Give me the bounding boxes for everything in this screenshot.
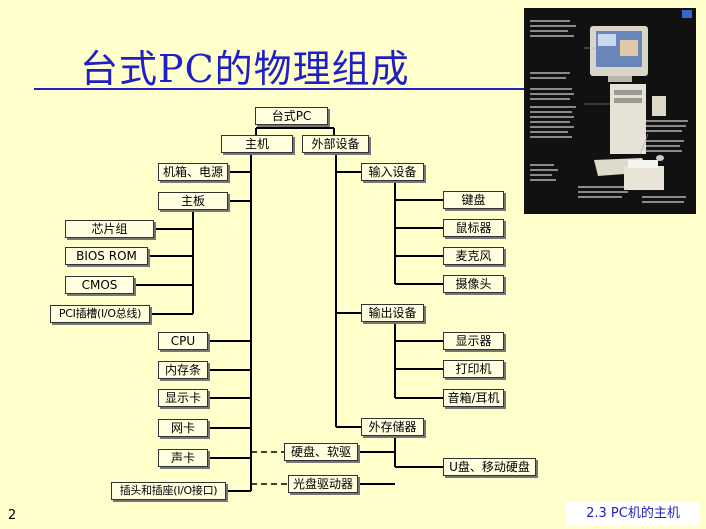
node-memory: 内存条	[158, 361, 208, 379]
node-chipset: 芯片组	[65, 220, 154, 238]
node-microphone: 麦克风	[443, 247, 504, 265]
node-bios-rom: BIOS ROM	[65, 247, 148, 265]
node-case-power: 机箱、电源	[158, 163, 228, 181]
node-network-card: 网卡	[158, 419, 208, 437]
node-monitor: 显示器	[443, 332, 504, 350]
node-sound-card: 声卡	[158, 449, 208, 467]
node-printer: 打印机	[443, 360, 504, 378]
node-output-devices: 输出设备	[361, 304, 424, 322]
node-input-devices: 输入设备	[361, 163, 424, 181]
node-desktop-pc: 台式PC	[255, 107, 328, 125]
node-io-ports: 插头和插座(I/O接口)	[111, 482, 226, 500]
page-title: 台式PC的物理组成	[80, 47, 410, 91]
pc-product-photo	[524, 8, 696, 214]
node-camera: 摄像头	[443, 275, 504, 293]
node-optical-drive: 光盘驱动器	[288, 475, 358, 493]
node-external-storage: 外存储器	[361, 418, 424, 436]
node-speakers: 音箱/耳机	[443, 389, 504, 407]
node-peripherals: 外部设备	[302, 135, 369, 153]
node-mouse: 鼠标器	[443, 219, 504, 237]
page-number: 2	[8, 508, 17, 523]
title-underline	[34, 88, 526, 90]
node-cpu: CPU	[158, 332, 208, 350]
section-label: 2.3 PC机的主机	[566, 502, 700, 526]
node-usb-drive: U盘、移动硬盘	[443, 458, 536, 476]
node-pci-slot: PCI插槽(I/O总线)	[50, 305, 150, 323]
node-hdd-floppy: 硬盘、软驱	[284, 443, 358, 461]
node-host: 主机	[221, 135, 293, 153]
node-mainboard: 主板	[158, 192, 228, 210]
node-cmos: CMOS	[65, 276, 134, 294]
node-keyboard: 键盘	[443, 191, 504, 209]
node-graphics-card: 显示卡	[158, 389, 208, 407]
